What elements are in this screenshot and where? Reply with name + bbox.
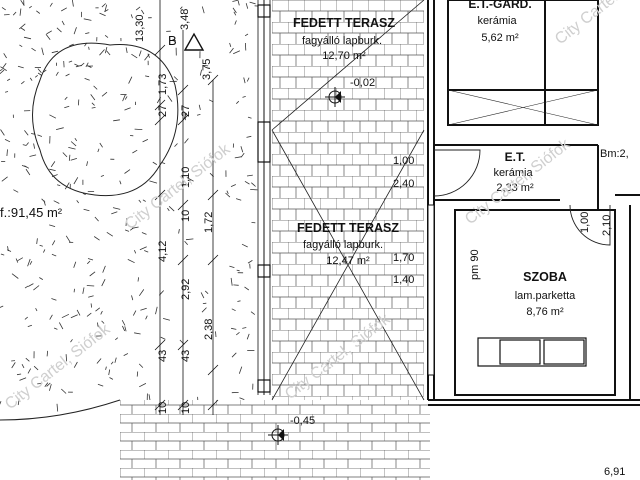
et-material: kerámia [493, 167, 533, 179]
gard-material: kerámia [477, 15, 517, 27]
pm-label: pm 90 [469, 249, 481, 280]
svg-text:1,73: 1,73 [157, 74, 169, 95]
garden-area: f.:91,45 m² [0, 205, 63, 220]
terrace-diagonal-lines [271, 0, 425, 401]
section-marker-label: B [168, 33, 177, 48]
svg-text:1,72: 1,72 [203, 212, 215, 233]
svg-text:27: 27 [157, 105, 169, 117]
tree-canopy [32, 42, 179, 197]
et-name: E.T. [505, 150, 526, 164]
szoba-material: lam.parketta [515, 290, 576, 302]
door-swing [433, 149, 481, 197]
dimension-lines [154, 0, 219, 415]
terrace-top-material: fagyálló lapburk. [302, 35, 382, 47]
watermark: City Cartel, Siófok [552, 0, 640, 48]
section-marker-icon [183, 32, 205, 51]
terrace-mid-area: 12,47 m² [326, 255, 370, 267]
svg-text:43: 43 [180, 350, 192, 362]
door1-width: 1,00 [393, 155, 414, 167]
svg-text:1,10: 1,10 [180, 167, 192, 188]
et-area: 2,33 m² [496, 182, 534, 194]
svg-text:4,12: 4,12 [157, 241, 169, 262]
dimension-bottom-right: 6,91 [604, 466, 625, 478]
terrace-top-area: 12,70 m² [322, 50, 366, 62]
svg-text:2,92: 2,92 [180, 279, 192, 300]
window1-height: 1,40 [393, 274, 414, 286]
bm-label: Bm:2, [600, 148, 629, 160]
level-ground: -0,45 [290, 415, 315, 427]
window [427, 204, 435, 376]
door1-height: 2,40 [393, 178, 414, 190]
door2-height: 2,10 [601, 215, 613, 236]
svg-text:43: 43 [157, 350, 169, 362]
svg-text:27: 27 [180, 105, 192, 117]
garden-grass-hatch [0, 0, 259, 413]
gard-name: E.T.-GARD. [468, 0, 531, 11]
terrace-top-name: FEDETT TERASZ [293, 16, 395, 30]
dimension-labels: 13,30 3,48 1,73 3,75 27 27 1,10 10 1,72 … [134, 9, 215, 414]
svg-text:10: 10 [180, 210, 192, 222]
szoba-name: SZOBA [523, 270, 567, 284]
door-swing [569, 204, 611, 246]
terrace-tiles [272, 0, 424, 400]
window1-width: 1,70 [393, 252, 414, 264]
terrace-mid-material: fagyálló lapburk. [303, 239, 383, 251]
door2-width: 1,00 [579, 212, 591, 233]
svg-text:10: 10 [180, 402, 192, 414]
szoba-area: 8,76 m² [526, 306, 564, 318]
bed [477, 337, 587, 367]
svg-text:10: 10 [157, 402, 169, 414]
terrace-mid-name: FEDETT TERASZ [297, 221, 399, 235]
gard-area: 5,62 m² [481, 32, 519, 44]
svg-text:3,48: 3,48 [179, 9, 191, 30]
watermark: City Cartel, Siófok [122, 140, 234, 233]
svg-text:3,75: 3,75 [201, 59, 213, 80]
svg-text:2,38: 2,38 [203, 319, 215, 340]
level-terrace: -0,02 [350, 77, 375, 89]
watermark: City Cartel, Siófok [2, 320, 114, 413]
svg-text:13,30: 13,30 [134, 14, 146, 42]
